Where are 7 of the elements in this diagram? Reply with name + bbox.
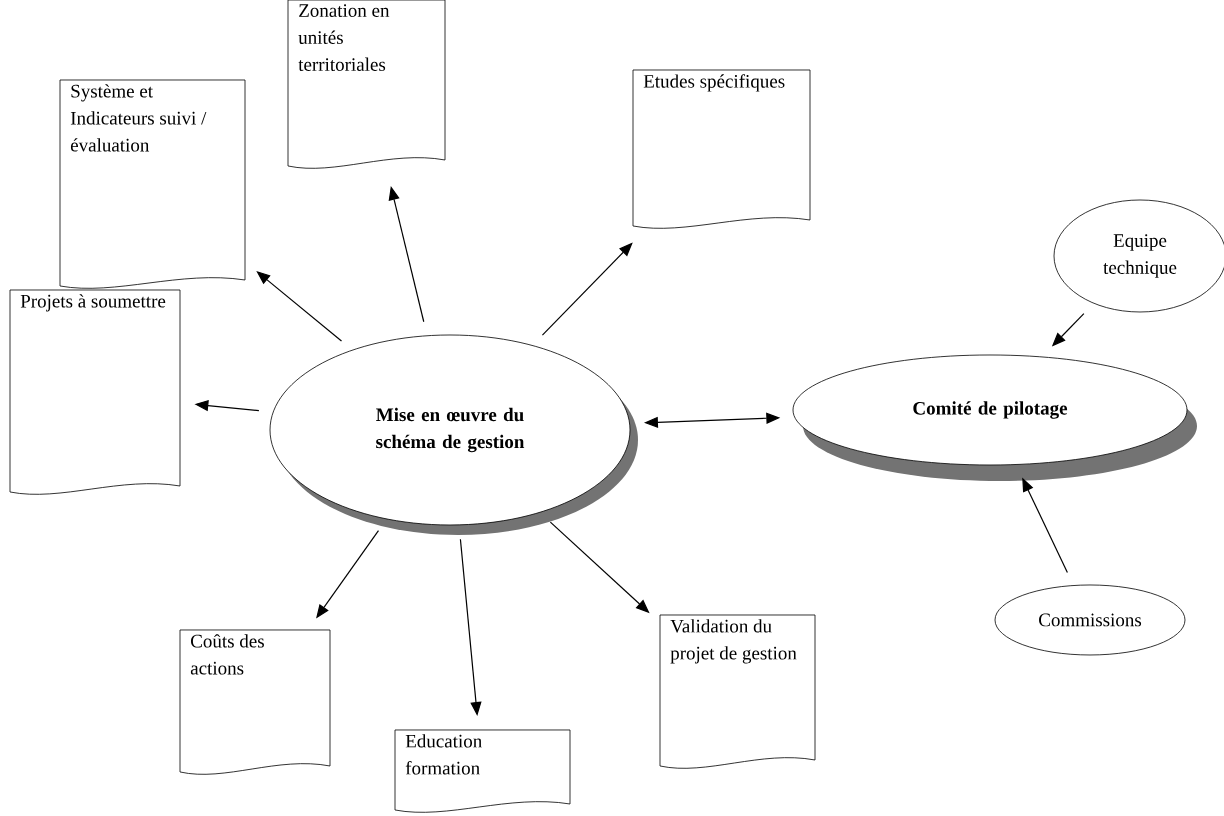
document-box: Système et Indicateurs suivi / évaluation [59, 79, 246, 289]
document-box: Validation du projet de gestion [659, 614, 816, 769]
document-box: Etudes spécifiques [632, 69, 811, 229]
document-box: Coûts des actions [179, 629, 331, 775]
document-box: Education formation [394, 729, 571, 813]
document-box: Zonation en unités territoriales [287, 0, 446, 169]
document-box: Projets à soumettre [9, 289, 181, 495]
